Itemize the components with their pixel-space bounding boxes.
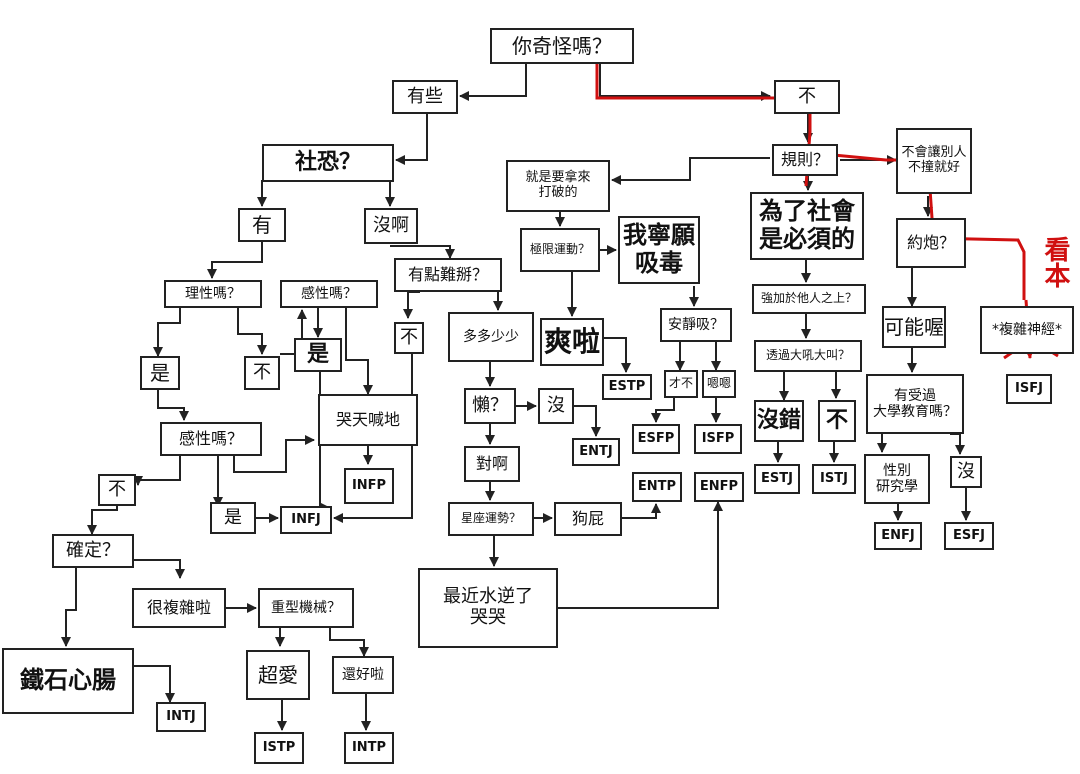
arrow-sure-complicated bbox=[134, 559, 185, 579]
arrow-debatable-no bbox=[403, 291, 420, 319]
node-lazy: 懶？ bbox=[464, 388, 516, 424]
node-very-complicated: 很複雜啦 bbox=[132, 588, 226, 628]
node-duia: 對啊 bbox=[464, 446, 520, 482]
node-meiya: 沒啊 bbox=[364, 208, 418, 244]
node-yes-emotional: 是 bbox=[294, 338, 342, 372]
arrow-weird-some bbox=[459, 64, 527, 101]
node-no-e2: 不 bbox=[98, 474, 136, 506]
node-heavy-machinery: 重型機械？ bbox=[258, 588, 354, 628]
node-isfp: ISFP bbox=[694, 424, 742, 454]
arrow-rational-no bbox=[237, 305, 267, 355]
node-emotional2: 感性嗎？ bbox=[160, 422, 262, 456]
arrow-mei-entj bbox=[570, 405, 601, 437]
node-gender-studies: 性別 研究學 bbox=[864, 454, 930, 504]
arrow-ed-mei bbox=[950, 433, 965, 455]
arrow-no-sure bbox=[87, 505, 118, 535]
node-no-rational: 不 bbox=[244, 356, 280, 390]
node-q-weird: 你奇怪嗎？ bbox=[490, 28, 634, 64]
node-mei-lazy: 沒 bbox=[538, 388, 574, 424]
node-impose: 強加於他人之上？ bbox=[752, 284, 866, 314]
node-extreme-sport: 極限運動？ bbox=[520, 228, 600, 272]
node-mei-ed: 沒 bbox=[950, 456, 982, 488]
node-enfp: ENFP bbox=[694, 472, 744, 502]
node-intp: INTP bbox=[344, 732, 394, 764]
node-esfj: ESFJ bbox=[944, 522, 994, 550]
node-esfp: ESFP bbox=[632, 424, 680, 454]
node-infj: INFJ bbox=[280, 506, 332, 534]
node-shuang: 爽啦 bbox=[540, 318, 604, 366]
arrow-machinery-okay bbox=[329, 628, 369, 657]
node-correct: 沒錯 bbox=[754, 400, 804, 442]
node-okay: 還好啦 bbox=[332, 656, 394, 694]
node-entp: ENTP bbox=[632, 472, 682, 502]
node-complicated: *複雜神經* bbox=[980, 306, 1074, 354]
node-quiet: 安靜吸？ bbox=[660, 308, 732, 342]
arrow-iron-intj bbox=[134, 665, 175, 703]
node-sure: 確定？ bbox=[52, 534, 134, 568]
arrow-cainot-esfp bbox=[651, 398, 675, 423]
arrow-shuang-estp bbox=[604, 337, 631, 373]
node-no-debatable: 不 bbox=[394, 322, 424, 354]
node-higher-ed: 有受過 大學教育嗎？ bbox=[866, 374, 964, 434]
node-rather-drugs: 我寧願 吸毒 bbox=[618, 216, 700, 284]
node-emotional1: 感性嗎？ bbox=[280, 280, 378, 308]
arrow-sure-iron bbox=[61, 568, 77, 647]
arrow-yes-emotional2 bbox=[157, 388, 189, 421]
node-debatable: 有點難掰？ bbox=[394, 258, 502, 292]
node-horoscope: 星座運勢？ bbox=[448, 502, 534, 536]
node-entj: ENTJ bbox=[572, 438, 620, 466]
arrow-some-social bbox=[395, 112, 428, 165]
node-yes-e2: 是 bbox=[210, 502, 256, 534]
node-mercury: 最近水逆了 哭哭 bbox=[418, 568, 558, 648]
arrow-mercury-enfp bbox=[558, 501, 723, 609]
node-some: 有些 bbox=[392, 80, 458, 114]
node-goupi: 狗屁 bbox=[554, 502, 622, 536]
arrow-emotional-cry-direct bbox=[345, 307, 373, 395]
arrow-emotional2-no bbox=[133, 456, 181, 486]
arrow-rational-yes bbox=[153, 305, 181, 357]
arrow-has-rational bbox=[207, 240, 263, 279]
arrow-goupi-entp bbox=[622, 503, 661, 519]
node-break-rules: 就是要拿來 打破的 bbox=[506, 160, 610, 212]
node-intj: INTJ bbox=[156, 702, 206, 732]
node-shout: 透過大吼大叫？ bbox=[754, 340, 862, 372]
node-ngeh: 嗯嗯 bbox=[702, 370, 736, 398]
node-cainot: 才不 bbox=[664, 370, 698, 398]
node-rules: 規則？ bbox=[772, 144, 838, 176]
node-social-phobia: 社恐？ bbox=[262, 144, 394, 182]
node-society-needs: 為了社會 是必須的 bbox=[750, 192, 864, 260]
node-enfj: ENFJ bbox=[874, 522, 922, 550]
node-yes1: 是 bbox=[140, 356, 180, 390]
node-dating: 約炮？ bbox=[896, 218, 966, 268]
node-no-shout: 不 bbox=[818, 400, 856, 442]
handwritten-annotation: 看本 bbox=[1040, 236, 1070, 288]
node-rational: 理性嗎？ bbox=[164, 280, 262, 308]
node-love-it: 超愛 bbox=[246, 650, 310, 700]
arrow-emotional2-cry bbox=[233, 435, 315, 473]
node-isfj: ISFJ bbox=[1006, 374, 1052, 404]
node-more-or-less: 多多少少 bbox=[448, 312, 534, 362]
node-no-top: 不 bbox=[774, 80, 840, 114]
arrow-weird-no bbox=[599, 64, 771, 101]
node-possible: 可能喔 bbox=[882, 306, 946, 348]
node-istp: ISTP bbox=[254, 732, 304, 764]
node-not-disturb: 不會讓別人 不撞就好 bbox=[896, 128, 972, 194]
arrow-rules-break bbox=[611, 157, 770, 185]
node-estj: ESTJ bbox=[754, 464, 800, 494]
node-istj: ISTJ bbox=[812, 464, 856, 494]
node-infp: INFP bbox=[344, 468, 394, 504]
node-has: 有 bbox=[238, 208, 286, 242]
arrow-meiya-debatable bbox=[390, 245, 455, 259]
node-estp: ESTP bbox=[602, 374, 652, 400]
node-iron-heart: 鐵石心腸 bbox=[2, 648, 134, 714]
node-cry: 哭天喊地 bbox=[318, 394, 418, 446]
